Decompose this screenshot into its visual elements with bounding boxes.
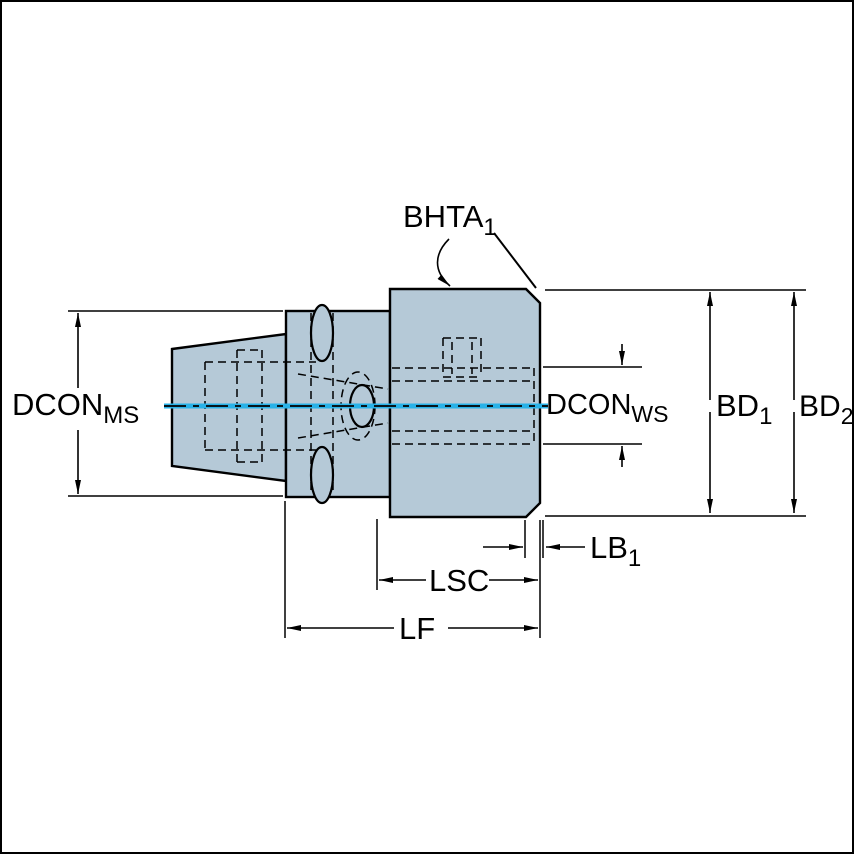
label-lb1: LB1 bbox=[590, 530, 641, 572]
label-lsc: LSC bbox=[429, 563, 489, 598]
label-bhta1: BHTA1 bbox=[403, 199, 497, 241]
bhta-leader-line bbox=[493, 232, 537, 289]
label-dcon-ws: DCONWS bbox=[546, 389, 668, 427]
label-dcon-ms: DCONMS bbox=[12, 387, 139, 429]
extension-lines bbox=[68, 289, 806, 638]
label-lf: LF bbox=[399, 611, 435, 646]
bhta-angle-arc bbox=[436, 238, 451, 287]
coupling-lobe-top bbox=[309, 303, 335, 363]
adapter-body bbox=[388, 287, 542, 519]
coupling-lobe-bottom bbox=[309, 445, 335, 505]
label-bd1: BD1 bbox=[716, 388, 772, 430]
label-bd2: BD2 bbox=[799, 390, 853, 429]
dimension-lines bbox=[75, 292, 797, 631]
